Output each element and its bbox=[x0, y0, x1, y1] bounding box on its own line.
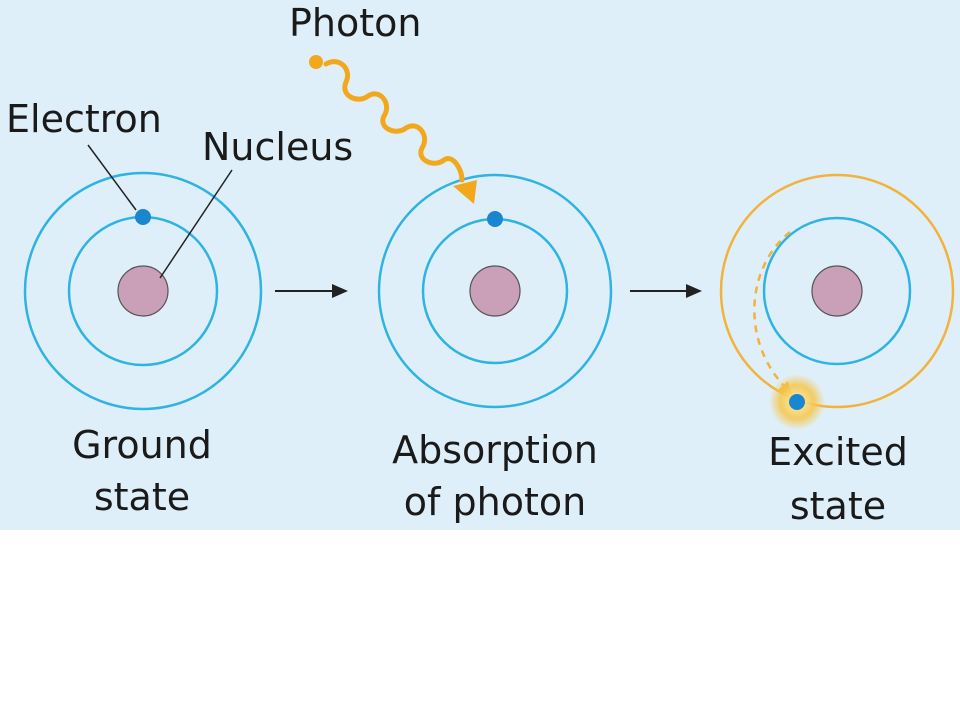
excited-state-label-line2: state bbox=[790, 484, 886, 528]
atom-excitation-diagram: Photon Electron Nucleus Ground state Abs… bbox=[0, 0, 960, 530]
diagram-background bbox=[0, 0, 960, 530]
photon-label: Photon bbox=[289, 1, 421, 45]
ground-nucleus bbox=[117, 265, 169, 317]
electron-label: Electron bbox=[6, 97, 162, 141]
ground-outer-orbit bbox=[23, 171, 263, 411]
absorption-label-line2: of photon bbox=[404, 480, 586, 524]
ground-electron bbox=[135, 209, 151, 225]
ground-state-atom bbox=[23, 171, 263, 411]
nucleus-label: Nucleus bbox=[202, 125, 353, 169]
ground-state-label-line1: Ground bbox=[72, 423, 212, 467]
excited-inner-orbit bbox=[762, 216, 912, 366]
absorption-label-line1: Absorption bbox=[392, 428, 598, 472]
photon-arrowhead bbox=[453, 180, 477, 204]
excited-outer-orbit bbox=[719, 173, 955, 409]
electron-leader-line bbox=[87, 144, 137, 211]
photon-dot bbox=[309, 55, 323, 69]
transition-arrow-1 bbox=[275, 284, 348, 298]
photon bbox=[309, 55, 477, 204]
excited-nucleus bbox=[811, 265, 863, 317]
excited-state-label-line1: Excited bbox=[768, 430, 908, 474]
absorption-atom bbox=[377, 173, 613, 409]
absorption-nucleus bbox=[469, 265, 521, 317]
electron-jump-path bbox=[753, 231, 791, 393]
excited-atom bbox=[719, 173, 955, 430]
excited-electron bbox=[789, 394, 805, 410]
photon-wave bbox=[323, 59, 465, 183]
absorption-outer-orbit bbox=[377, 173, 613, 409]
nucleus-leader-line bbox=[159, 169, 233, 279]
transition-arrow-2 bbox=[630, 284, 702, 298]
ground-state-label-line2: state bbox=[94, 475, 190, 519]
absorption-electron bbox=[487, 211, 503, 227]
